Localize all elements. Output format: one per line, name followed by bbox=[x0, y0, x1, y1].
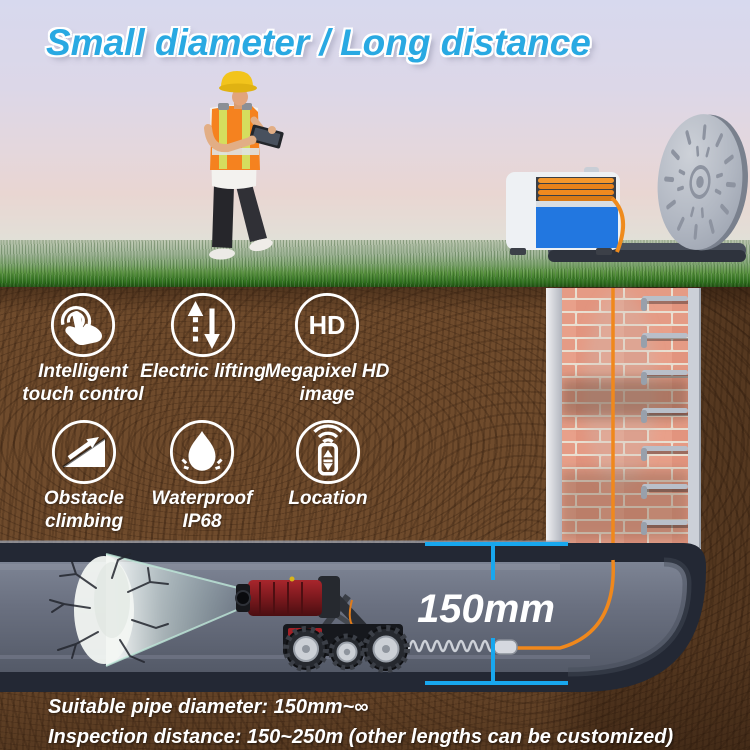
robot-wheel bbox=[362, 625, 410, 673]
robot-wheel bbox=[283, 626, 329, 672]
feature-electric-lifting: Electric lifting bbox=[138, 292, 268, 383]
feature-label: Waterproof IP68 bbox=[151, 488, 253, 533]
pipe-diameter-label: 150mm bbox=[417, 587, 555, 631]
feature-location: Location bbox=[263, 419, 393, 510]
sky-background bbox=[0, 0, 750, 248]
feature-touch-control: Intelligent touch control bbox=[18, 292, 148, 406]
camera-head bbox=[235, 576, 322, 616]
spring-cable bbox=[396, 639, 496, 653]
inspection-robot bbox=[235, 576, 518, 673]
pipe-cracks bbox=[49, 553, 169, 663]
manhole-cover bbox=[657, 114, 748, 251]
push-cable-in-pipe bbox=[516, 559, 615, 650]
location-icon bbox=[295, 419, 361, 485]
feature-hd-image: HD Megapixel HD image bbox=[262, 292, 392, 406]
step-irons bbox=[641, 296, 688, 535]
worker bbox=[204, 71, 284, 260]
feature-label: Electric lifting bbox=[140, 361, 266, 382]
safety-helmet bbox=[221, 71, 253, 87]
camera-lens bbox=[235, 590, 251, 606]
measurement-annotation: 150mm bbox=[417, 542, 568, 685]
spec-text: Suitable pipe diameter: 150mm~∞ Inspecti… bbox=[48, 692, 673, 750]
waterproof-icon bbox=[169, 419, 235, 485]
feature-waterproof: Waterproof IP68 bbox=[137, 419, 267, 533]
feature-label: Intelligent touch control bbox=[22, 361, 144, 406]
feature-label: Location bbox=[288, 488, 368, 509]
robot-wheel bbox=[328, 633, 366, 671]
page-title: Small diameter / Long distance bbox=[46, 22, 591, 63]
cable-connector bbox=[493, 639, 518, 655]
touch-icon bbox=[50, 292, 116, 358]
manhole-shaft bbox=[546, 288, 701, 562]
spec-line-pipe-diameter: Suitable pipe diameter: 150mm~∞ bbox=[48, 696, 369, 718]
feature-label: Obstacle climbing bbox=[43, 488, 125, 533]
svg-text:HD: HD bbox=[309, 312, 346, 340]
obstacle-climbing-icon bbox=[51, 419, 117, 485]
feature-obstacle-climbing: Obstacle climbing bbox=[19, 419, 149, 533]
hd-icon: HD bbox=[294, 292, 360, 358]
feature-label: Megapixel HD image bbox=[264, 361, 390, 406]
cable-reel-machine bbox=[506, 167, 626, 255]
spec-line-inspection-distance: Inspection distance: 150~250m (other len… bbox=[48, 726, 674, 748]
electric-lifting-icon bbox=[170, 292, 236, 358]
